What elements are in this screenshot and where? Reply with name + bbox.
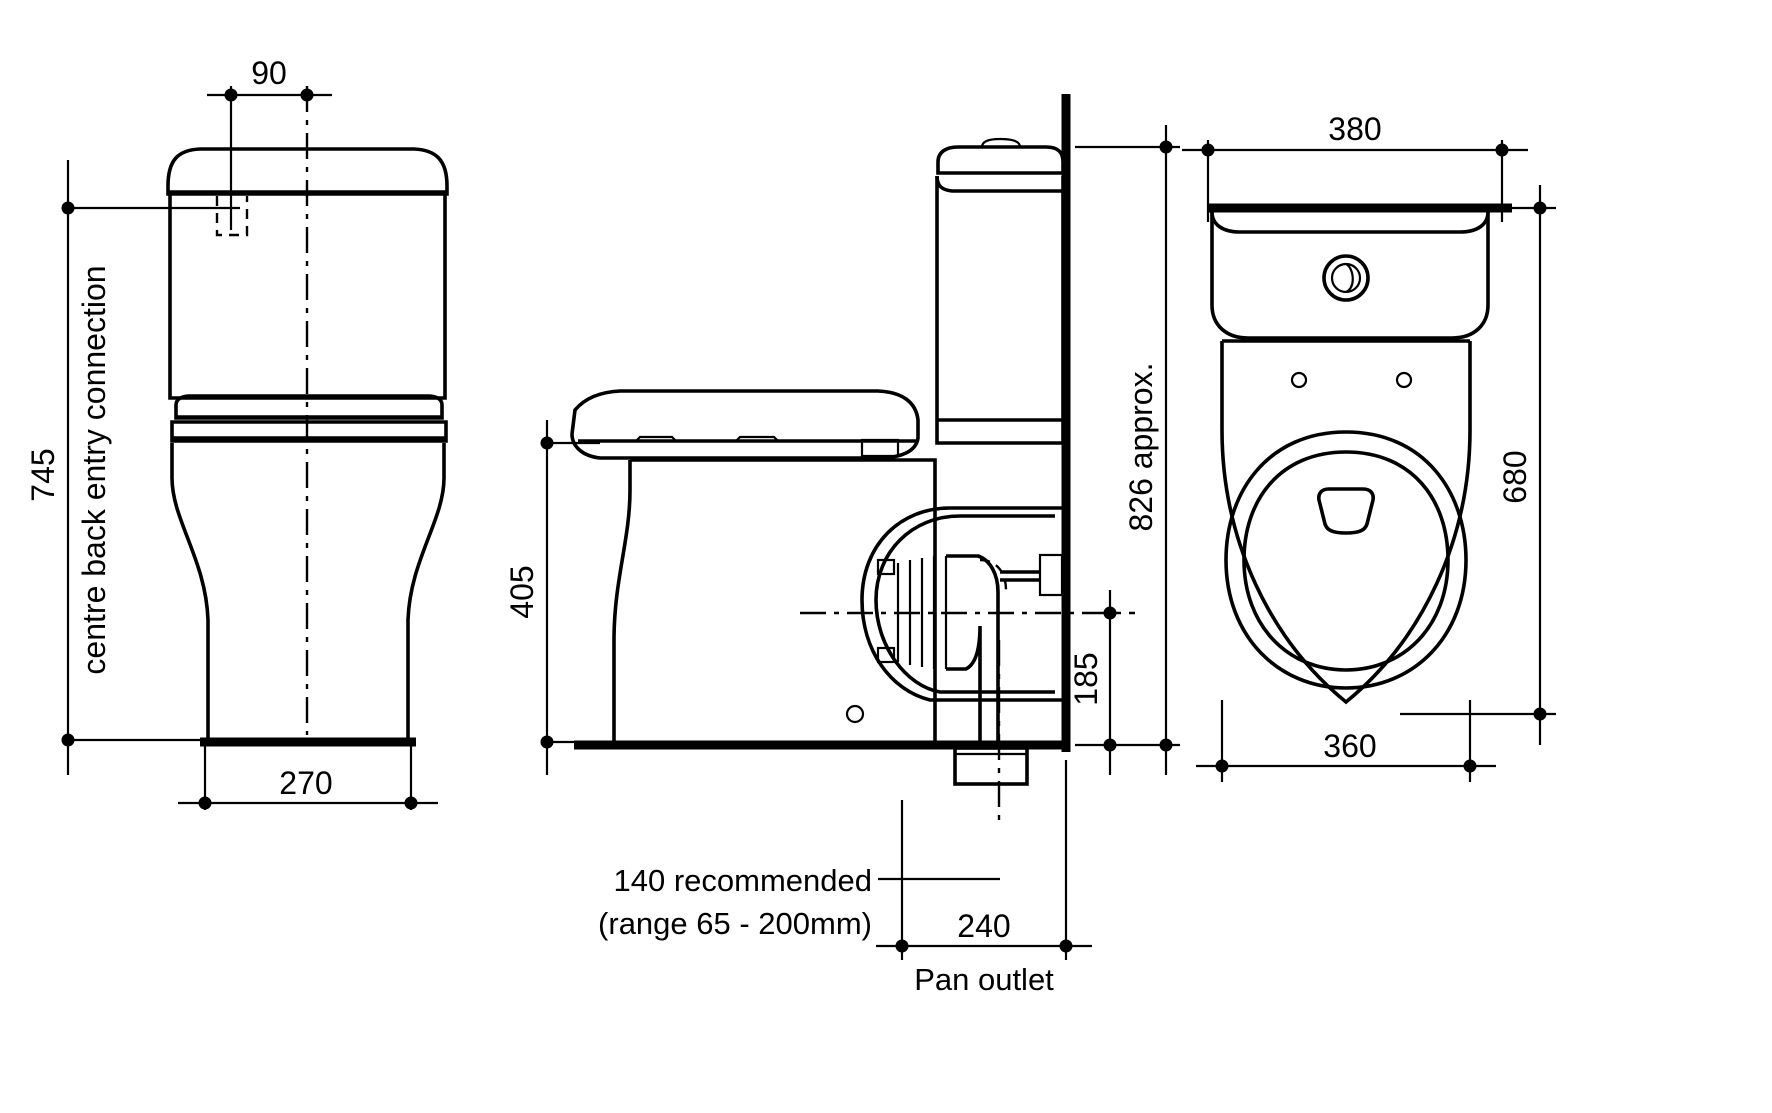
front-dim-90-label: 90 <box>251 55 287 91</box>
side-cistern-button <box>980 137 1022 148</box>
plan-360-tick-right <box>1463 759 1477 773</box>
side-pan-top <box>630 458 937 510</box>
front-745-tick-bottom <box>61 733 75 747</box>
plan-380-tick-right <box>1495 143 1509 157</box>
side-outlet-pipe-right <box>946 554 1000 745</box>
front-745-tick-top <box>61 201 75 215</box>
side-note-140-line1: 140 recommended <box>614 863 873 898</box>
plan-cistern-top-curve <box>1210 211 1490 234</box>
plan-flush-button-outer <box>1322 254 1370 302</box>
side-dim-185-label: 185 <box>1068 652 1104 705</box>
front-elevation-view: 90 745 centre back entry connection 270 <box>25 55 449 810</box>
side-connector-clip-top <box>876 558 896 576</box>
side-note-140-line2: (range 65 - 200mm) <box>598 906 872 941</box>
side-826-tick-bottom <box>1159 738 1173 752</box>
front-inlet-hidden-outline <box>215 196 249 237</box>
front-seat-ring <box>170 420 448 443</box>
side-cistern-shoulder <box>935 175 1063 193</box>
front-90-tick-left <box>224 88 238 102</box>
side-pan-fixing-hole <box>845 704 865 724</box>
side-240-tick-left <box>895 939 909 953</box>
plan-dim-680-label: 680 <box>1497 450 1533 503</box>
plan-380-tick-left <box>1201 143 1215 157</box>
plan-360-tick-left <box>1215 759 1229 773</box>
side-pan-front-profile <box>612 460 632 745</box>
plan-pan-outline <box>1220 341 1472 705</box>
side-dim-826-label: 826 approx. <box>1123 362 1159 531</box>
front-seat-lid <box>174 394 444 420</box>
side-trap-outline <box>860 506 1063 702</box>
side-trap-inner <box>874 514 1055 694</box>
side-seat-bumper-mid <box>733 435 781 443</box>
side-dim-240-label: 240 <box>957 908 1010 944</box>
side-826-tick-top <box>1159 140 1173 154</box>
side-outlet-hidden-arc <box>979 558 1008 591</box>
front-cistern-lid <box>166 147 449 196</box>
side-185-tick-top <box>1103 606 1117 620</box>
plan-hinge-hole-right <box>1395 371 1413 389</box>
front-90-tick-right <box>300 88 314 102</box>
side-cistern-lid <box>936 145 1065 175</box>
side-240-tick-right <box>1059 939 1073 953</box>
plan-dim-380-label: 380 <box>1328 111 1381 147</box>
front-270-tick-left <box>198 796 212 810</box>
plan-hinge-hole-left <box>1290 371 1308 389</box>
side-outlet-pipe-left <box>946 625 982 745</box>
plan-680-tick-top <box>1533 201 1547 215</box>
side-185-tick-bottom <box>1103 738 1117 752</box>
plan-view: 380 680 360 <box>1182 111 1556 782</box>
side-cistern-body <box>935 176 1065 445</box>
front-dim-270-label: 270 <box>279 765 332 801</box>
side-floor-outlet-spigot <box>953 746 1029 786</box>
side-pan-outlet-label: Pan outlet <box>914 962 1054 997</box>
plan-cistern-outline <box>1210 212 1490 340</box>
front-cistern-body <box>168 194 447 400</box>
side-dim-405-label: 405 <box>504 565 540 618</box>
side-seat-lid <box>570 389 920 460</box>
plan-outlet-opening <box>1317 487 1375 535</box>
front-centre-back-entry-note: centre back entry connection <box>76 265 112 674</box>
side-405-tick-top <box>540 436 554 450</box>
side-wall-socket <box>1038 553 1064 597</box>
plan-dim-360-label: 360 <box>1323 728 1376 764</box>
front-270-tick-right <box>404 796 418 810</box>
plan-bowl-rim-outer <box>1224 430 1468 690</box>
plan-680-tick-bottom <box>1533 707 1547 721</box>
plan-flush-button-divider <box>1345 263 1354 294</box>
side-seat-bumper-left <box>633 435 679 443</box>
side-405-tick-bottom <box>540 735 554 749</box>
front-dim-745-label: 745 <box>25 448 61 501</box>
side-elevation-view: 405 826 approx. 185 140 recommended (ran… <box>504 94 1180 997</box>
side-seat-hinge <box>860 438 900 458</box>
plan-bowl-rim-inner <box>1242 450 1450 672</box>
plan-flush-button-inner <box>1330 262 1362 294</box>
side-connector-clip-bottom <box>876 646 896 664</box>
